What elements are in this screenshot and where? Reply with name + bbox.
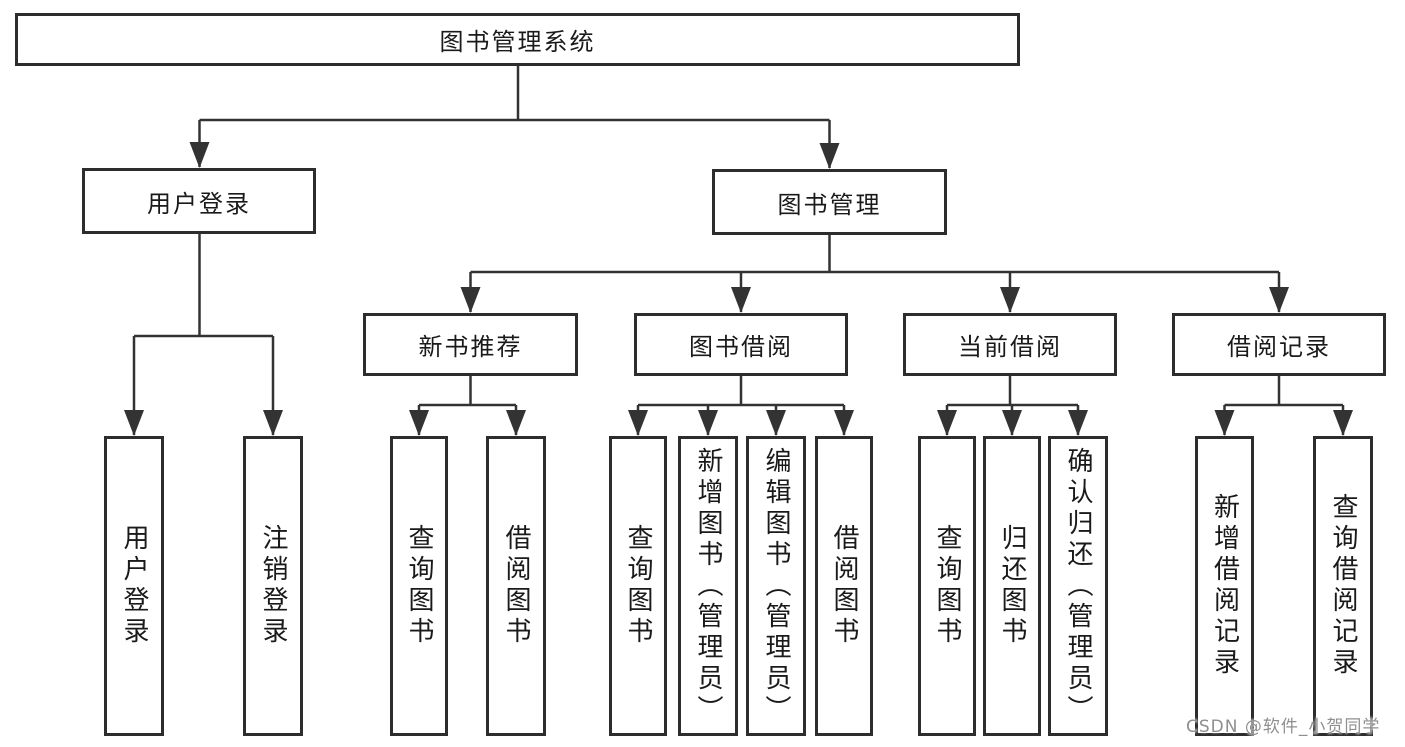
leaf-add-borrow-record: 新增借阅记录 xyxy=(1195,436,1254,736)
connector-book-management-sections xyxy=(460,235,1289,313)
node-label: 借阅记录 xyxy=(1227,333,1331,361)
connector-borrow-records-children xyxy=(1214,376,1353,436)
connector-root-to-level2 xyxy=(189,66,840,169)
node-book-borrowing: 图书借阅 xyxy=(634,313,848,376)
leaf-query-books-borrowing: 查询图书 xyxy=(609,436,667,736)
node-label: 图书管理系统 xyxy=(439,28,596,56)
leaf-label: 用户登录 xyxy=(119,524,149,648)
leaf-label: 编辑图书（管理员） xyxy=(761,446,791,726)
leaf-edit-books-admin: 编辑图书（管理员） xyxy=(746,436,806,736)
leaf-label: 注销登录 xyxy=(258,524,288,648)
node-book-management: 图书管理 xyxy=(712,169,947,235)
leaf-query-books-current: 查询图书 xyxy=(918,436,976,736)
node-label: 图书借阅 xyxy=(689,333,793,361)
node-label: 当前借阅 xyxy=(958,333,1062,361)
leaf-label: 查询图书 xyxy=(404,524,434,648)
node-label: 用户登录 xyxy=(147,189,251,218)
node-user-login: 用户登录 xyxy=(82,168,316,234)
leaf-label: 借阅图书 xyxy=(501,524,531,648)
leaf-confirm-return-admin: 确认归还（管理员） xyxy=(1048,436,1108,736)
leaf-label: 借阅图书 xyxy=(829,524,859,648)
leaf-return-books: 归还图书 xyxy=(983,436,1041,736)
node-label: 新书推荐 xyxy=(418,333,523,361)
leaf-logout: 注销登录 xyxy=(243,436,303,736)
leaf-user-login: 用户登录 xyxy=(104,436,164,736)
csdn-watermark: CSDN @软件_小贺同学 xyxy=(1186,717,1381,737)
leaf-label: 新增图书（管理员） xyxy=(693,446,723,726)
node-current-borrowing: 当前借阅 xyxy=(903,313,1117,376)
leaf-borrow-books-recommend: 借阅图书 xyxy=(486,436,546,736)
leaf-add-books-admin: 新增图书（管理员） xyxy=(678,436,738,736)
node-borrow-records: 借阅记录 xyxy=(1172,313,1386,376)
connector-new-book-recommend-children xyxy=(409,376,526,436)
leaf-label: 查询借阅记录 xyxy=(1328,493,1358,679)
connector-user-login-children xyxy=(124,234,283,436)
leaf-query-books-recommend: 查询图书 xyxy=(390,436,448,736)
leaf-label: 查询图书 xyxy=(932,524,962,648)
leaf-query-borrow-record: 查询借阅记录 xyxy=(1313,436,1373,736)
connector-current-borrowing-children xyxy=(937,376,1088,436)
leaf-label: 查询图书 xyxy=(623,524,653,648)
leaf-label: 归还图书 xyxy=(997,524,1027,648)
leaf-label: 新增借阅记录 xyxy=(1209,493,1240,679)
node-new-book-recommend: 新书推荐 xyxy=(363,313,578,376)
leaf-borrow-books: 借阅图书 xyxy=(815,436,873,736)
node-library-management-system: 图书管理系统 xyxy=(15,13,1020,66)
node-label: 图书管理 xyxy=(777,190,882,219)
connector-book-borrowing-children xyxy=(628,376,854,436)
leaf-label: 确认归还（管理员） xyxy=(1063,446,1093,726)
